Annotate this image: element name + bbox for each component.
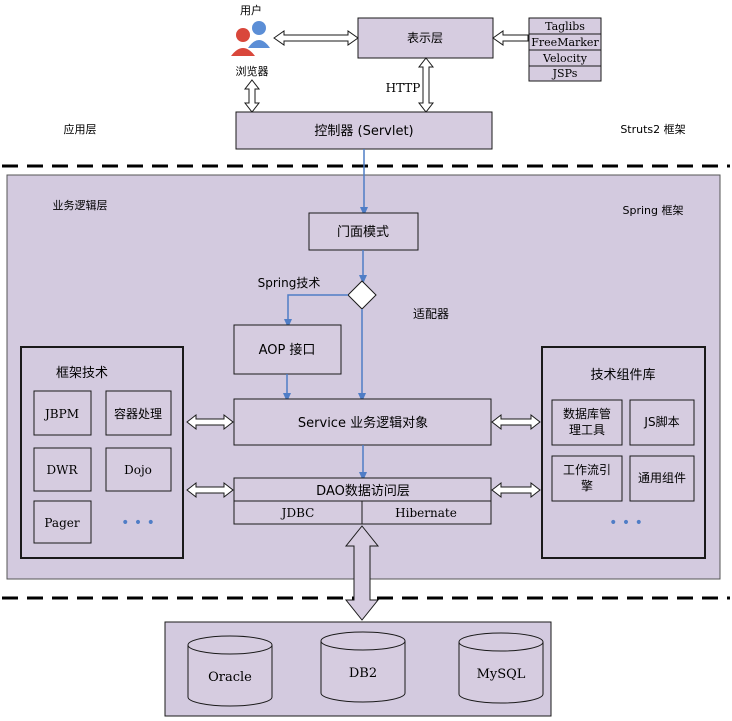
view-tech-arrow xyxy=(492,30,529,46)
component-js: JS脚本 xyxy=(643,414,679,429)
framework-item-jbpm: JBPM xyxy=(43,407,79,421)
component-common: 通用组件 xyxy=(638,471,686,485)
view-tech-taglibs: Taglibs xyxy=(545,20,585,33)
http-double-arrow xyxy=(417,57,435,113)
oracle-cylinder: Oracle xyxy=(187,635,273,707)
struts-label: Struts2 框架 xyxy=(620,123,685,136)
service-box xyxy=(233,398,492,446)
user-label: 用户 xyxy=(240,3,262,17)
jdbc-label: JDBC xyxy=(280,506,315,520)
db-mysql-label: MySQL xyxy=(477,667,526,682)
hibernate-box xyxy=(361,500,492,525)
db-db2-label: DB2 xyxy=(349,666,377,681)
aop-label: AOP 接口 xyxy=(259,342,316,358)
hibernate-label: Hibernate xyxy=(395,506,457,520)
framework-item-pager: Pager xyxy=(44,516,79,530)
facade-label: 门面模式 xyxy=(337,225,389,240)
app-layer-label: 应用层 xyxy=(64,122,97,136)
db2-cylinder: DB2 xyxy=(320,631,406,703)
spring-tech-label: Spring技术 xyxy=(258,276,321,290)
mysql-cylinder: MySQL xyxy=(458,632,544,704)
controller-label: 控制器 (Servlet) xyxy=(314,124,413,139)
component-workflow-line2: 擎 xyxy=(581,478,593,493)
browser-controller-double-arrow xyxy=(243,79,261,113)
user-view-double-arrow xyxy=(273,30,359,46)
view-tech-freemarker: FreeMarker xyxy=(531,36,599,49)
framework-service-double-arrow xyxy=(186,413,234,431)
framework-panel-title: 框架技术 xyxy=(56,366,108,381)
framework-dao-double-arrow xyxy=(186,481,234,499)
framework-item-dojo: Dojo xyxy=(124,463,152,477)
service-components-double-arrow xyxy=(491,413,541,431)
framework-more-dots: • • • xyxy=(121,515,155,531)
service-label: Service 业务逻辑对象 xyxy=(298,415,428,431)
component-workflow-line1: 工作流引 xyxy=(563,463,611,477)
component-db-tool-line1: 数据库管 xyxy=(563,406,611,421)
view-layer-label: 表示层 xyxy=(407,31,443,45)
components-panel: 技术组件库 数据库管 理工具 JS脚本 工作流引 擎 通用组件 • • • xyxy=(541,346,706,559)
dao-label: DAO数据访问层 xyxy=(316,484,410,499)
adapter-label: 适配器 xyxy=(413,307,449,321)
facade-box xyxy=(308,212,419,251)
business-layer-label: 业务逻辑层 xyxy=(53,198,108,212)
view-tech-stack: Taglibs FreeMarker Velocity JSPs xyxy=(528,17,602,82)
component-db-tool-line2: 理工具 xyxy=(569,423,605,437)
components-more-dots: • • • xyxy=(609,515,643,531)
db-oracle-label: Oracle xyxy=(208,670,252,685)
view-layer-box xyxy=(357,17,494,59)
framework-item-dwr: DWR xyxy=(47,463,79,477)
browser-label: 浏览器 xyxy=(236,64,269,78)
spring-label: Spring 框架 xyxy=(623,204,684,217)
framework-panel: 框架技术 JBPM 容器处理 DWR Dojo Pager • • • xyxy=(20,346,184,559)
components-panel-title: 技术组件库 xyxy=(590,367,655,383)
framework-item-container: 容器处理 xyxy=(114,406,162,421)
controller-box xyxy=(235,111,493,150)
view-tech-velocity: Velocity xyxy=(542,52,588,65)
user-icon xyxy=(231,21,270,56)
adapter-aop-arrow xyxy=(284,294,348,328)
dao-components-double-arrow xyxy=(491,481,541,499)
view-tech-jsps: JSPs xyxy=(552,67,578,80)
http-label: HTTP xyxy=(386,81,421,95)
dao-database-double-arrow xyxy=(344,525,380,621)
